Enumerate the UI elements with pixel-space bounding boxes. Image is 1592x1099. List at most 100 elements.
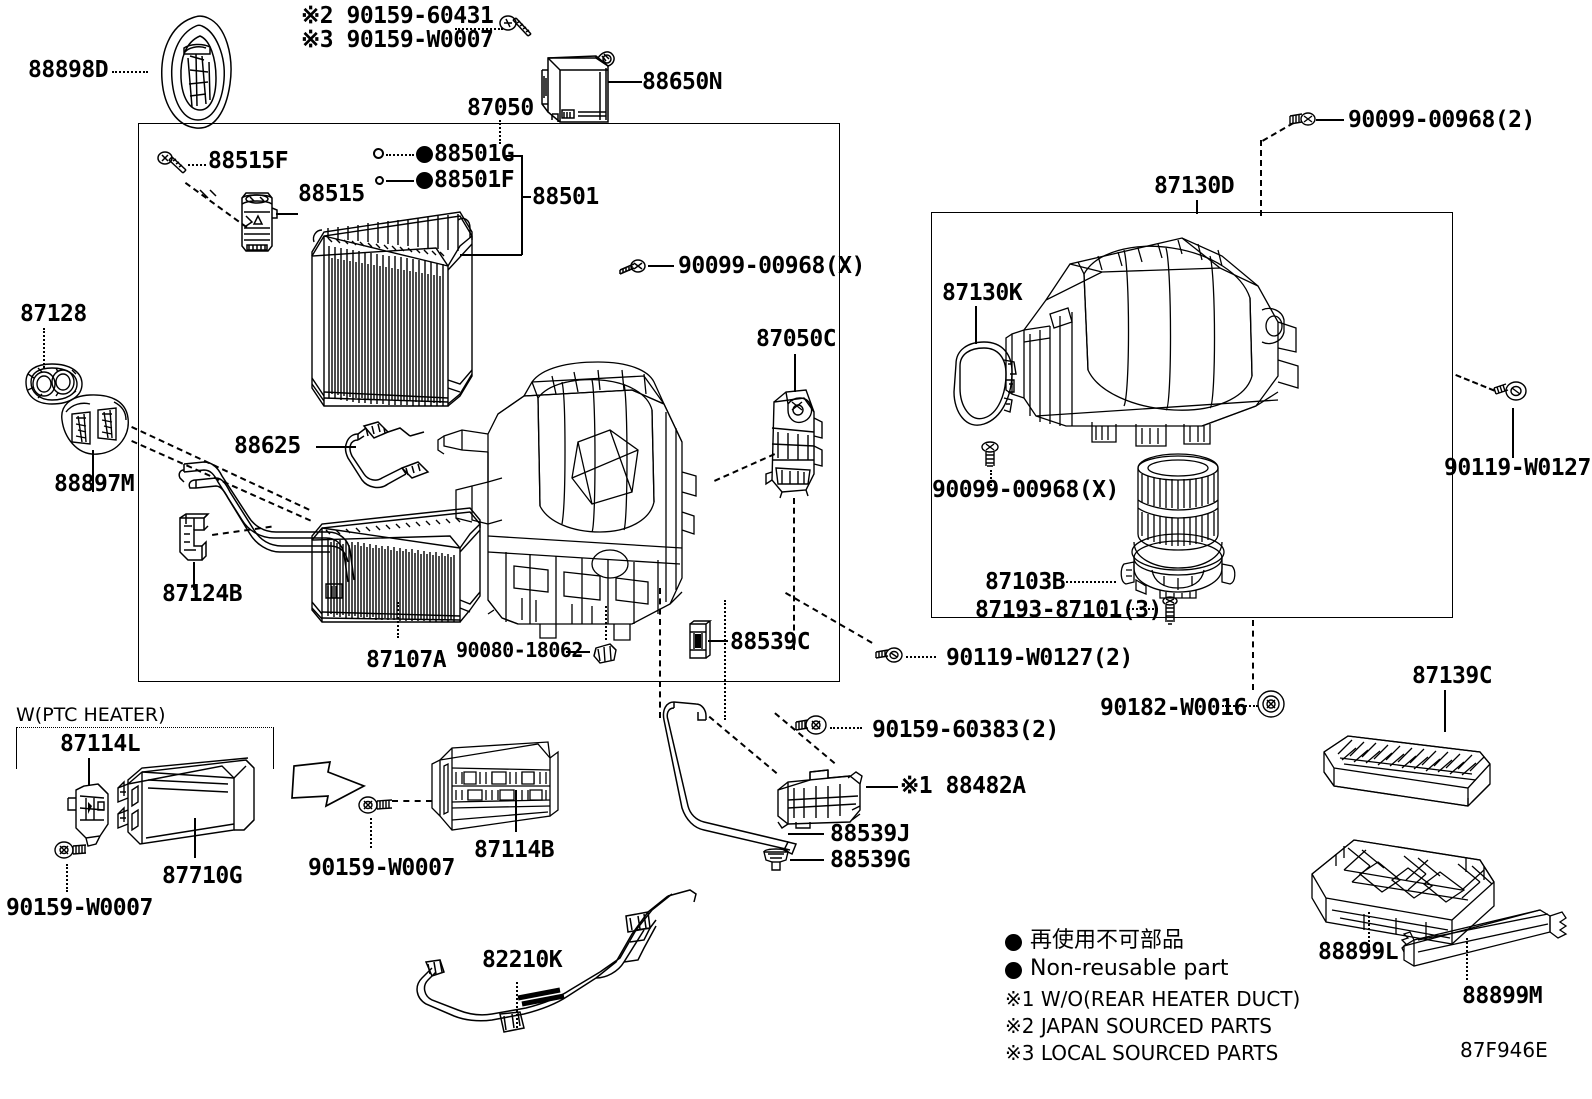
art-87710g-ptc-heater — [116, 758, 256, 854]
guide-88539c — [659, 588, 661, 718]
art-88897m-grommet — [56, 392, 134, 462]
leader-90099-1 — [648, 265, 674, 267]
leader-88539j — [788, 833, 824, 835]
callout-90099-00968x-2: 90099-00968(X) — [932, 477, 1119, 503]
callout-90159-60431: ※2 90159-60431 — [301, 3, 494, 29]
callout-88539g: 88539G — [830, 847, 911, 873]
art-88898d-seal — [140, 12, 270, 132]
callout-90099-00968x-1: 90099-00968(X) — [678, 253, 865, 279]
leader-88515f — [188, 164, 206, 166]
leader-88501g — [386, 154, 414, 156]
label-ptc-heater-group: W(PTC HEATER) — [16, 704, 166, 726]
group-box-87050 — [138, 123, 840, 682]
leader-88539c — [708, 640, 728, 642]
art-88899m-cover-strip — [1400, 904, 1580, 974]
guide-90099-2 — [1260, 140, 1262, 216]
callout-88482a: ※1 88482A — [900, 773, 1026, 799]
leader-88501-stem — [521, 155, 523, 255]
leader-87124b — [193, 562, 195, 590]
guide-88539c-2 — [724, 600, 726, 720]
guide-90182-w0016 — [1252, 620, 1254, 690]
art-88539g-grommet — [760, 846, 794, 874]
leader-87710g — [194, 818, 196, 858]
legend-bullet-jp — [1005, 934, 1022, 951]
callout-88501g: 88501G — [434, 141, 515, 167]
leader-90099-x2 — [990, 470, 992, 486]
legend-note-1: ※1 W/O(REAR HEATER DUCT) — [1005, 987, 1301, 1011]
leader-90119-w0127-2 — [906, 656, 936, 658]
guide-90099-2b — [1262, 122, 1295, 142]
callout-87103b: 87103B — [985, 569, 1066, 595]
art-screw-90159-60383 — [794, 712, 838, 746]
callout-88501f: 88501F — [434, 167, 515, 193]
callout-90159-w0007-bc: 90159-W0007 — [308, 855, 455, 881]
leader-87114b — [515, 790, 517, 832]
callout-90159-w0007-top: ※3 90159-W0007 — [301, 27, 494, 53]
oring-88501g-icon — [373, 148, 384, 159]
callout-88650n: 88650N — [642, 69, 723, 95]
art-87139c-cabin-filter — [1320, 710, 1500, 820]
callout-88899l: 88899L — [1318, 939, 1399, 965]
bullet-88501f — [416, 172, 433, 189]
leader-87114l — [88, 758, 90, 786]
callout-87139c: 87139C — [1412, 663, 1493, 689]
leader-90159-60383 — [830, 727, 862, 729]
legend-nonreusable-jp: 再使用不可部品 — [1030, 928, 1185, 953]
callout-88501: 88501 — [532, 184, 599, 210]
callout-90182-w0016: 90182-W0016 — [1100, 695, 1247, 721]
art-screw-90159-60431 — [498, 14, 538, 48]
callout-87128: 87128 — [20, 301, 87, 327]
callout-88899m: 88899M — [1462, 983, 1543, 1009]
art-assembly-arrow — [290, 758, 374, 814]
callout-87050c: 87050C — [756, 326, 837, 352]
guide-90159-60383 — [774, 712, 836, 764]
callout-90119-w0127: 90119-W0127 — [1444, 455, 1591, 481]
guide-90080 — [605, 606, 607, 640]
legend-note-3: ※3 LOCAL SOURCED PARTS — [1005, 1041, 1279, 1065]
art-screw-90119-w0127-2 — [874, 642, 910, 670]
callout-87124b: 87124B — [162, 581, 243, 607]
legend-nonreusable-en: Non-reusable part — [1030, 956, 1229, 981]
art-88539j-drain-hose — [660, 700, 800, 860]
leader-87139c — [1444, 690, 1446, 732]
leader-87050c — [794, 354, 796, 392]
callout-90099-00968-2: 90099-00968(2) — [1348, 107, 1535, 133]
callout-88625: 88625 — [234, 433, 301, 459]
callout-90159-w0007-bl: 90159-W0007 — [6, 895, 153, 921]
callout-88515f: 88515F — [208, 148, 289, 174]
leader-88898d — [112, 71, 148, 73]
callout-88897m: 88897M — [54, 471, 135, 497]
leader-88501f — [386, 180, 414, 182]
oring-88501f-icon — [375, 176, 384, 185]
guide-88482a — [708, 715, 778, 774]
leader-88897m — [92, 450, 94, 492]
leader-90080-18062 — [566, 651, 590, 653]
leader-88501-top — [506, 155, 522, 157]
leader-87050 — [499, 120, 501, 144]
art-88899l-filter-tray — [1308, 826, 1508, 950]
leader-87128 — [43, 328, 45, 368]
callout-87107a: 87107A — [366, 647, 447, 673]
callout-87710g: 87710G — [162, 863, 243, 889]
leader-87193-87101 — [1128, 608, 1158, 610]
leader-90159-w0007-bl — [66, 864, 68, 892]
legend-note-2: ※2 JAPAN SOURCED PARTS — [1005, 1014, 1273, 1038]
leader-90099-2 — [1316, 119, 1344, 121]
callout-88539j: 88539J — [830, 821, 911, 847]
bullet-88501g — [416, 146, 433, 163]
sheet-code: 87F946E — [1460, 1038, 1548, 1062]
leader-88539g — [790, 859, 824, 861]
leader-88501-tab — [521, 196, 531, 198]
leader-82210k — [516, 982, 518, 1028]
callout-90119-w0127-2: 90119-W0127(2) — [946, 645, 1133, 671]
group-bracket-ptc-heater — [16, 727, 274, 769]
leader-88650n — [608, 81, 642, 83]
leader-87103b — [1062, 581, 1116, 583]
callout-88539c: 88539C — [730, 629, 811, 655]
guide-87050c-v — [793, 498, 795, 650]
art-87114l-connector — [66, 780, 118, 846]
callout-82210k: 82210K — [482, 947, 563, 973]
leader-90159-w0007-bc — [370, 818, 372, 848]
callout-88898d: 88898D — [28, 57, 109, 83]
